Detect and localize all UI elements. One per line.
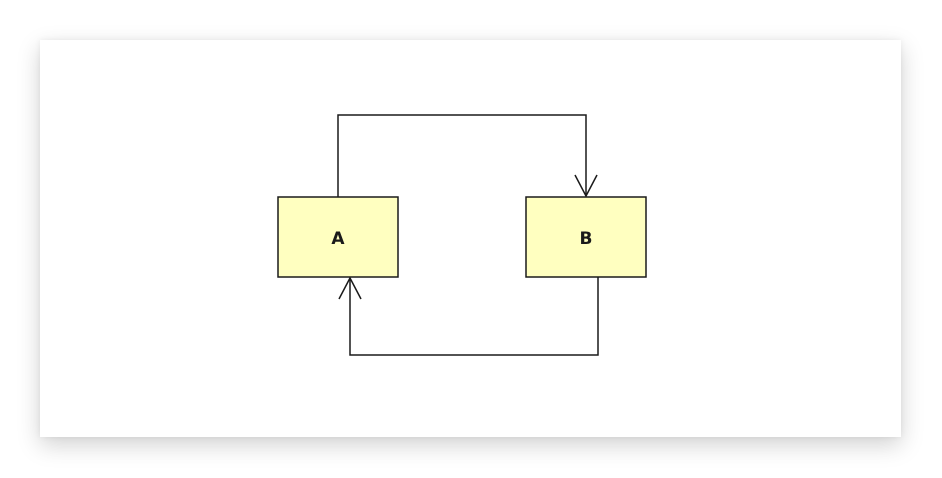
node-b[interactable]: B: [525, 196, 647, 278]
node-a-label: A: [331, 229, 345, 249]
node-b-label: B: [580, 229, 593, 249]
diagram-card: [40, 40, 901, 437]
edge-b-to-a-line: [349, 277, 599, 356]
edge-b-to-a: [338, 276, 599, 356]
edge-a-to-b-line: [337, 114, 587, 197]
node-a-box: [277, 196, 399, 278]
edge-a-to-b-arrowhead-icon: [574, 174, 598, 198]
node-b-box: [525, 196, 647, 278]
edge-b-to-a-arrowhead-icon: [338, 276, 362, 300]
edge-a-to-b: [337, 114, 598, 198]
node-a[interactable]: A: [277, 196, 399, 278]
